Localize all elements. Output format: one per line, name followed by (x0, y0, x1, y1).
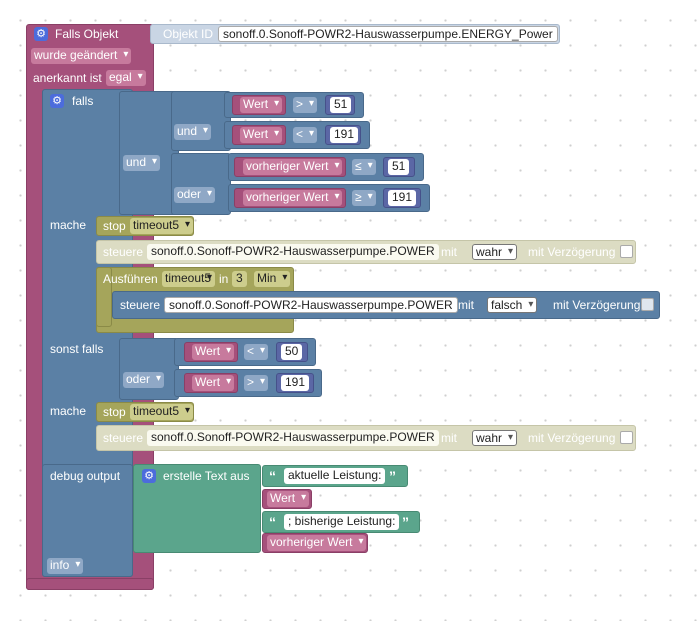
timeout-block-inner (96, 267, 112, 327)
control-label: steuere (120, 298, 161, 312)
and-block-outer[interactable] (119, 91, 179, 215)
number-block[interactable]: 50 (276, 342, 308, 362)
number-field[interactable]: 50 (281, 344, 303, 360)
operator-dropdown[interactable]: ≤ (352, 159, 376, 175)
delay-label: mit Verzögerung (528, 431, 616, 445)
and-dropdown[interactable]: und (123, 155, 161, 171)
var-dropdown[interactable]: Wert (192, 344, 235, 360)
do-label: mache (50, 218, 87, 232)
or-block[interactable] (171, 153, 231, 215)
value-dropdown[interactable]: falsch (487, 297, 538, 313)
log-level-dropdown[interactable]: info (47, 558, 84, 574)
close-quote-icon: ” (389, 468, 396, 484)
changed-dropdown[interactable]: wurde geändert (31, 48, 132, 64)
else-if-label: sonst falls (50, 342, 104, 356)
ack-dropdown[interactable]: egal (106, 70, 146, 86)
text-join-label: erstelle Text aus (163, 469, 250, 483)
gear-icon[interactable]: ⚙ (34, 27, 48, 41)
var-dropdown[interactable]: vorheriger Wert (267, 535, 367, 551)
number-block[interactable]: 191 (325, 125, 361, 145)
with-label: mit (441, 245, 457, 259)
stop-label: stop (103, 219, 126, 233)
var-dropdown[interactable]: vorheriger Wert (243, 159, 343, 175)
control-label: steuere (103, 245, 144, 259)
var-dropdown[interactable]: Wert (192, 375, 235, 391)
delay-value-field[interactable]: 3 (232, 271, 247, 287)
value-dropdown[interactable]: wahr (472, 430, 518, 446)
timeout-dropdown[interactable]: timeout5 (130, 218, 194, 234)
execute-label: Ausführen (103, 272, 158, 286)
operator-dropdown[interactable]: < (244, 344, 269, 360)
open-quote-icon: “ (269, 514, 276, 530)
number-block[interactable]: 191 (276, 373, 314, 393)
with-label: mit (441, 431, 457, 445)
var-dropdown[interactable]: vorheriger Wert (243, 190, 343, 206)
operator-dropdown[interactable]: ≥ (352, 190, 376, 206)
ack-label: anerkannt ist (33, 71, 102, 85)
state-id-field[interactable]: sonoff.0.Sonoff-POWR2-Hauswasserpumpe.PO… (164, 297, 458, 313)
number-block[interactable]: 51 (325, 95, 355, 115)
trigger-title: Falls Objekt (55, 27, 119, 41)
var-dropdown[interactable]: Wert (267, 491, 310, 507)
delay-label: mit Verzögerung (528, 245, 616, 259)
timeout-name-field[interactable]: timeout5 (162, 271, 216, 287)
number-field[interactable]: 51 (330, 97, 352, 113)
stop-label: stop (103, 405, 126, 419)
open-quote-icon: “ (269, 468, 276, 484)
var-dropdown[interactable]: Wert (240, 127, 283, 143)
do-label: mache (50, 404, 87, 418)
state-id-field[interactable]: sonoff.0.Sonoff-POWR2-Hauswasserpumpe.PO… (147, 430, 439, 446)
operator-dropdown[interactable]: > (293, 97, 318, 113)
objekt-id-field[interactable]: sonoff.0.Sonoff-POWR2-Hauswasserpumpe.EN… (218, 26, 558, 42)
number-field[interactable]: 191 (388, 190, 417, 206)
and-dropdown-inner[interactable]: und (174, 124, 212, 140)
objekt-id-label: Objekt ID (163, 27, 214, 41)
delay-checkbox[interactable] (641, 298, 654, 311)
operator-dropdown[interactable]: < (293, 127, 318, 143)
in-label: in (219, 272, 229, 286)
number-block[interactable]: 51 (383, 157, 415, 177)
close-quote-icon: ” (402, 514, 409, 530)
or-dropdown[interactable]: oder (123, 372, 165, 388)
value-dropdown[interactable]: wahr (472, 244, 518, 260)
trigger-bottom-bar (26, 578, 154, 590)
control-label: steuere (103, 431, 144, 445)
delay-checkbox[interactable] (620, 431, 633, 444)
gear-icon[interactable]: ⚙ (50, 94, 64, 108)
or-dropdown[interactable]: oder (174, 187, 216, 203)
number-field[interactable]: 51 (388, 159, 410, 175)
if-label: falls (72, 94, 94, 108)
state-id-field[interactable]: sonoff.0.Sonoff-POWR2-Hauswasserpumpe.PO… (147, 244, 439, 260)
delay-checkbox[interactable] (620, 245, 633, 258)
debug-output-label: debug output (50, 469, 121, 483)
operator-dropdown[interactable]: > (244, 375, 269, 391)
string-field[interactable]: aktuelle Leistung: (284, 468, 386, 484)
delay-label: mit Verzögerung (553, 298, 641, 312)
gear-icon[interactable]: ⚙ (142, 469, 156, 483)
unit-dropdown[interactable]: Min (254, 271, 291, 287)
string-field[interactable]: ; bisherige Leistung: (284, 514, 400, 530)
number-field[interactable]: 191 (281, 375, 310, 391)
and-block-inner[interactable] (171, 91, 231, 151)
number-block[interactable]: 191 (383, 188, 421, 208)
or-block-2[interactable] (119, 338, 179, 400)
timeout-dropdown[interactable]: timeout5 (130, 404, 194, 420)
number-field[interactable]: 191 (330, 127, 359, 143)
with-label: mit (458, 298, 474, 312)
var-dropdown[interactable]: Wert (240, 97, 283, 113)
